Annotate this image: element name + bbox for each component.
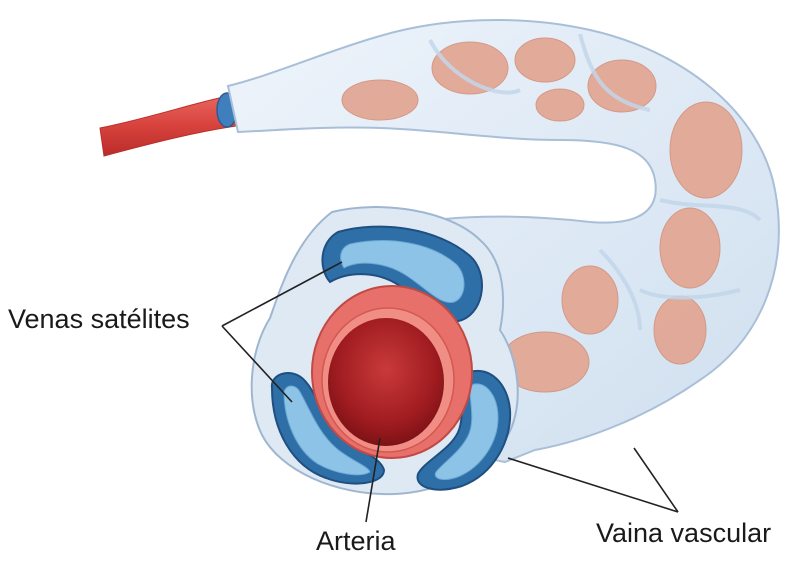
- fat-lobule: [432, 42, 508, 94]
- artery-tail: [100, 96, 236, 156]
- fat-lobule: [654, 296, 706, 364]
- leader-vaina-2: [634, 448, 678, 512]
- fat-lobule: [670, 102, 742, 198]
- fat-lobule: [536, 89, 584, 121]
- fat-lobule: [342, 80, 418, 120]
- label-arteria: Arteria: [316, 528, 396, 555]
- fat-lobule: [588, 60, 656, 112]
- fat-lobule: [515, 38, 575, 82]
- leader-vaina-1: [508, 458, 678, 512]
- artery-lumen: [328, 318, 444, 446]
- label-vaina-vascular: Vaina vascular: [596, 520, 771, 547]
- fat-lobule: [562, 266, 618, 334]
- label-venas-satelites: Venas satélites: [8, 306, 190, 333]
- fat-lobule: [660, 208, 720, 288]
